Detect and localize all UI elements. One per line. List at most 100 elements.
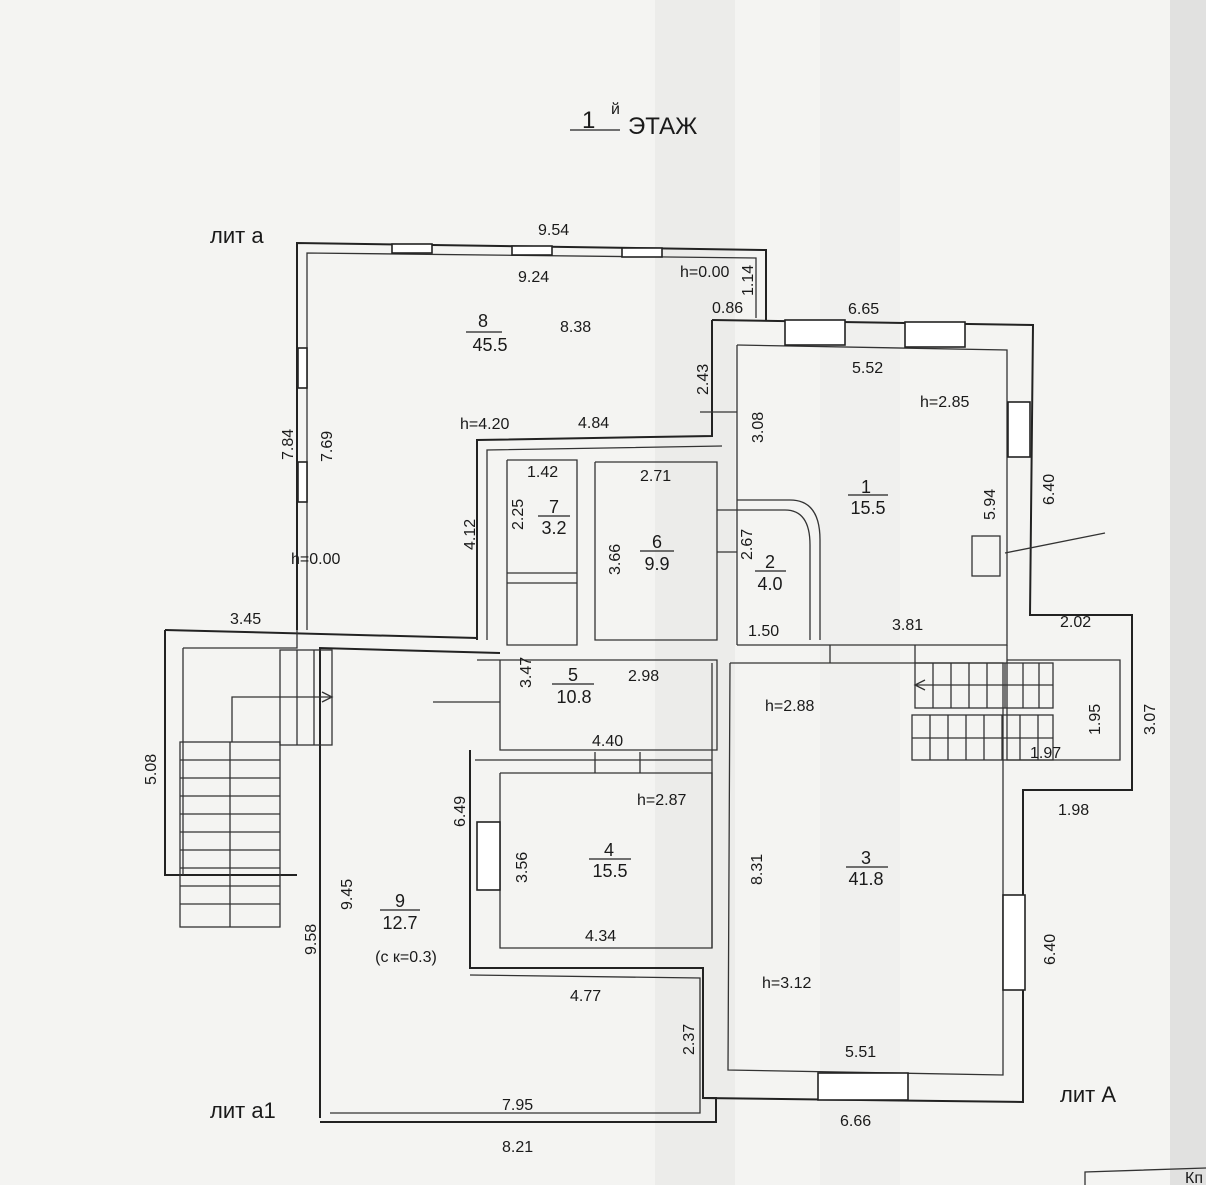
dim-086: 0.86: [712, 300, 743, 317]
room-7-area: 3.2: [541, 518, 566, 538]
paper-fold-shadow: [655, 0, 735, 1185]
dim-366: 3.66: [607, 544, 624, 575]
room-2-number: 2: [765, 552, 775, 572]
height-labels: h=0.00 h=4.20 h=0.00 h=2.85 h=2.88 h=2.8…: [291, 264, 969, 992]
room-9: 9 12.7 (с к=0.3): [375, 891, 437, 966]
room-2-area: 4.0: [757, 574, 782, 594]
dim-356: 3.56: [514, 852, 531, 883]
label-lit-A: лит А: [1060, 1082, 1116, 1107]
dim-640b: 6.40: [1042, 934, 1059, 965]
room-2: 2 4.0: [755, 552, 786, 594]
dim-665: 6.65: [848, 301, 879, 318]
dim-958: 9.58: [303, 924, 320, 955]
dim-945: 9.45: [339, 879, 356, 910]
dim-594: 5.94: [982, 489, 999, 520]
dim-198: 1.98: [1058, 802, 1089, 819]
room-4-area: 15.5: [592, 861, 627, 881]
label-lit-a: лит а: [210, 223, 264, 248]
room-1-area: 15.5: [850, 498, 885, 518]
room-5: 5 10.8: [552, 665, 594, 707]
floor-superscript: й: [611, 101, 620, 118]
dim-271: 2.71: [640, 468, 671, 485]
dim-831: 8.31: [749, 854, 766, 885]
dim-243: 2.43: [695, 364, 712, 395]
dim-795: 7.95: [502, 1097, 533, 1114]
dim-440: 4.40: [592, 733, 623, 750]
dim-202: 2.02: [1060, 614, 1091, 631]
height-8-low: h=0.00: [291, 551, 340, 568]
room-9-number: 9: [395, 891, 405, 911]
dim-412: 4.12: [462, 519, 479, 550]
room-7-number: 7: [549, 497, 559, 517]
dim-347: 3.47: [518, 657, 535, 688]
room-6-number: 6: [652, 532, 662, 552]
dim-838: 8.38: [560, 319, 591, 336]
dim-649: 6.49: [452, 796, 469, 827]
height-8-top: h=0.00: [680, 264, 729, 281]
room-1: 1 15.5: [848, 477, 888, 518]
dim-150: 1.50: [748, 623, 779, 640]
room-5-area: 10.8: [556, 687, 591, 707]
room-4-number: 4: [604, 840, 614, 860]
dim-307: 3.07: [1142, 704, 1159, 735]
dim-381: 3.81: [892, 617, 923, 634]
dim-954: 9.54: [538, 222, 569, 239]
room-9-area: 12.7: [382, 913, 417, 933]
dim-345: 3.45: [230, 611, 261, 628]
dim-298: 2.98: [628, 668, 659, 685]
dim-308: 3.08: [750, 412, 767, 443]
paper-edge-shadow: [1170, 0, 1206, 1185]
floor-number: 1: [582, 107, 595, 134]
room-8-area: 45.5: [472, 335, 507, 355]
room-3-number: 3: [861, 848, 871, 868]
dim-477: 4.77: [570, 988, 601, 1005]
dim-552: 5.52: [852, 360, 883, 377]
stairs-lit-a1: [179, 649, 334, 928]
dim-267: 2.67: [739, 529, 756, 560]
dim-237: 2.37: [681, 1024, 698, 1055]
height-1: h=2.85: [920, 394, 969, 411]
height-8-mid: h=4.20: [460, 416, 509, 433]
dim-640a: 6.40: [1041, 474, 1058, 505]
room-9-note: (с к=0.3): [375, 949, 437, 966]
height-3b: h=3.12: [762, 975, 811, 992]
dim-821: 8.21: [502, 1139, 533, 1156]
dim-484: 4.84: [578, 415, 609, 432]
dim-666: 6.66: [840, 1113, 871, 1130]
label-lit-a1: лит а1: [210, 1098, 276, 1123]
dim-225: 2.25: [510, 499, 527, 530]
dim-551: 5.51: [845, 1044, 876, 1061]
stairs-lit-A: [911, 662, 1054, 761]
dim-434: 4.34: [585, 928, 616, 945]
dim-195: 1.95: [1087, 704, 1104, 735]
dimension-labels: 9.54 9.24 0.86 8.38 4.84 3.45 6.65 5.52 …: [230, 222, 1091, 1156]
corner-label: Кп: [1185, 1170, 1203, 1185]
dim-114: 1.14: [740, 265, 757, 296]
dim-769: 7.69: [319, 431, 336, 462]
dim-924: 9.24: [518, 269, 549, 286]
room-1-number: 1: [861, 477, 871, 497]
floor-word: ЭТАЖ: [628, 113, 697, 140]
dimension-labels-vertical: 1.14 7.84 7.69 4.12 2.43 3.08 6.40 5.94 …: [143, 265, 1159, 1055]
door-marks: [433, 411, 1106, 773]
room-8: 8 45.5: [466, 311, 508, 355]
room-7: 7 3.2: [538, 497, 570, 538]
dim-784: 7.84: [280, 429, 297, 460]
height-4: h=2.87: [637, 792, 686, 809]
dim-197: 1.97: [1030, 745, 1061, 762]
room-3: 3 41.8: [846, 848, 888, 889]
windows: [297, 243, 1031, 1101]
room-4: 4 15.5: [589, 840, 631, 881]
room-6-area: 9.9: [644, 554, 669, 574]
dim-142: 1.42: [527, 464, 558, 481]
room-6: 6 9.9: [640, 532, 674, 574]
floor-title: 1 й ЭТАЖ: [570, 101, 697, 140]
height-3a: h=2.88: [765, 698, 814, 715]
room-5-number: 5: [568, 665, 578, 685]
paper-fold-shadow-2: [820, 0, 900, 1185]
room-3-area: 41.8: [848, 869, 883, 889]
corner-stamp: Кп: [1084, 1167, 1206, 1185]
dim-508: 5.08: [143, 754, 160, 785]
